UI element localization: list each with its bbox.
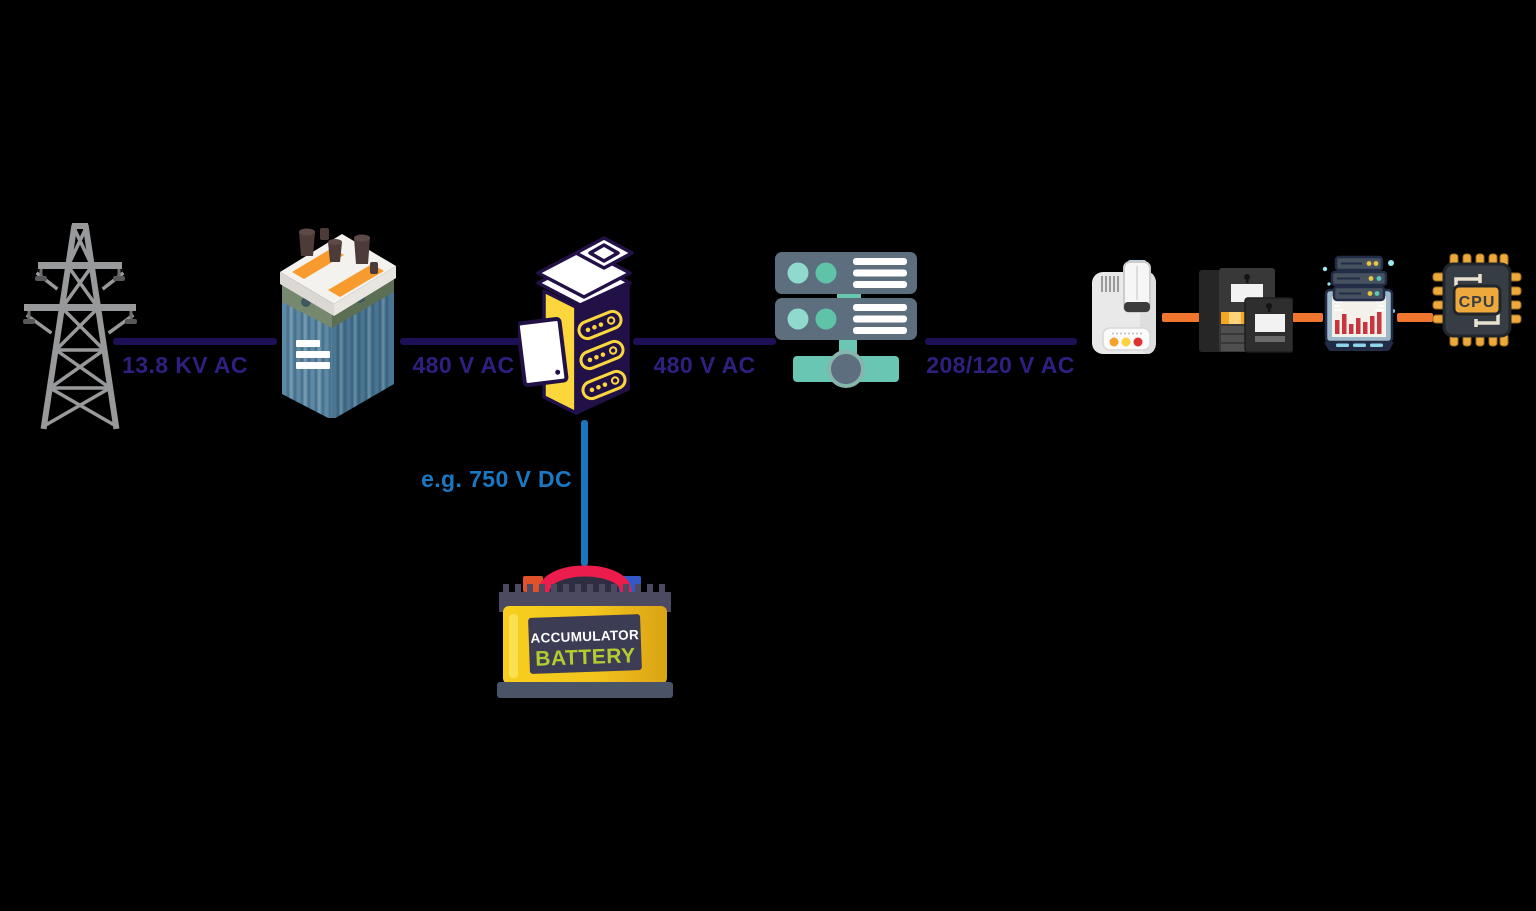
node-server-monitor (1320, 254, 1398, 352)
battery-label-bottom: BATTERY (535, 644, 636, 670)
cpu-label: CPU (1459, 294, 1496, 311)
battery-icon: ACCUMULATOR BATTERY (497, 565, 673, 698)
monitor-icon (1322, 255, 1395, 351)
link-monitor-to-cpu (1397, 313, 1433, 322)
voltage-label-dc: e.g. 750 V DC (421, 466, 572, 492)
node-power-supply (1092, 260, 1164, 355)
transmission-tower-icon (23, 223, 137, 430)
link-grid-to-transformer (113, 338, 277, 345)
voltage-label-1: 13.8 KV AC (122, 352, 248, 378)
link-ups-to-battery (581, 420, 588, 566)
node-cpu: CPU (1432, 253, 1522, 348)
power-supply-icon (1092, 260, 1156, 354)
transformer-icon (280, 228, 396, 418)
node-ups (518, 221, 636, 421)
link-transformer-to-ups (400, 338, 527, 345)
battery-label-top: ACCUMULATOR (530, 627, 639, 646)
node-transmission-tower (22, 220, 138, 430)
node-distribution-cabinet (1199, 268, 1293, 358)
voltage-label-3: 480 V AC (653, 352, 756, 378)
link-pdu-to-psu (925, 338, 1077, 345)
node-transformer (272, 226, 402, 418)
voltage-label-2: 480 V AC (412, 352, 515, 378)
node-accumulator-battery: ACCUMULATOR BATTERY (491, 562, 679, 702)
ups-unit-icon (518, 236, 634, 415)
link-ups-to-pdu (633, 338, 776, 345)
node-server-pdu (775, 252, 917, 392)
cabinet-icon (1199, 268, 1293, 353)
cpu-chip-icon: CPU (1432, 253, 1522, 347)
server-rack-icon (775, 252, 917, 388)
link-cabinet-to-monitor (1291, 313, 1323, 322)
link-psu-to-cabinet (1162, 313, 1200, 322)
voltage-label-4: 208/120 V AC (926, 352, 1075, 378)
